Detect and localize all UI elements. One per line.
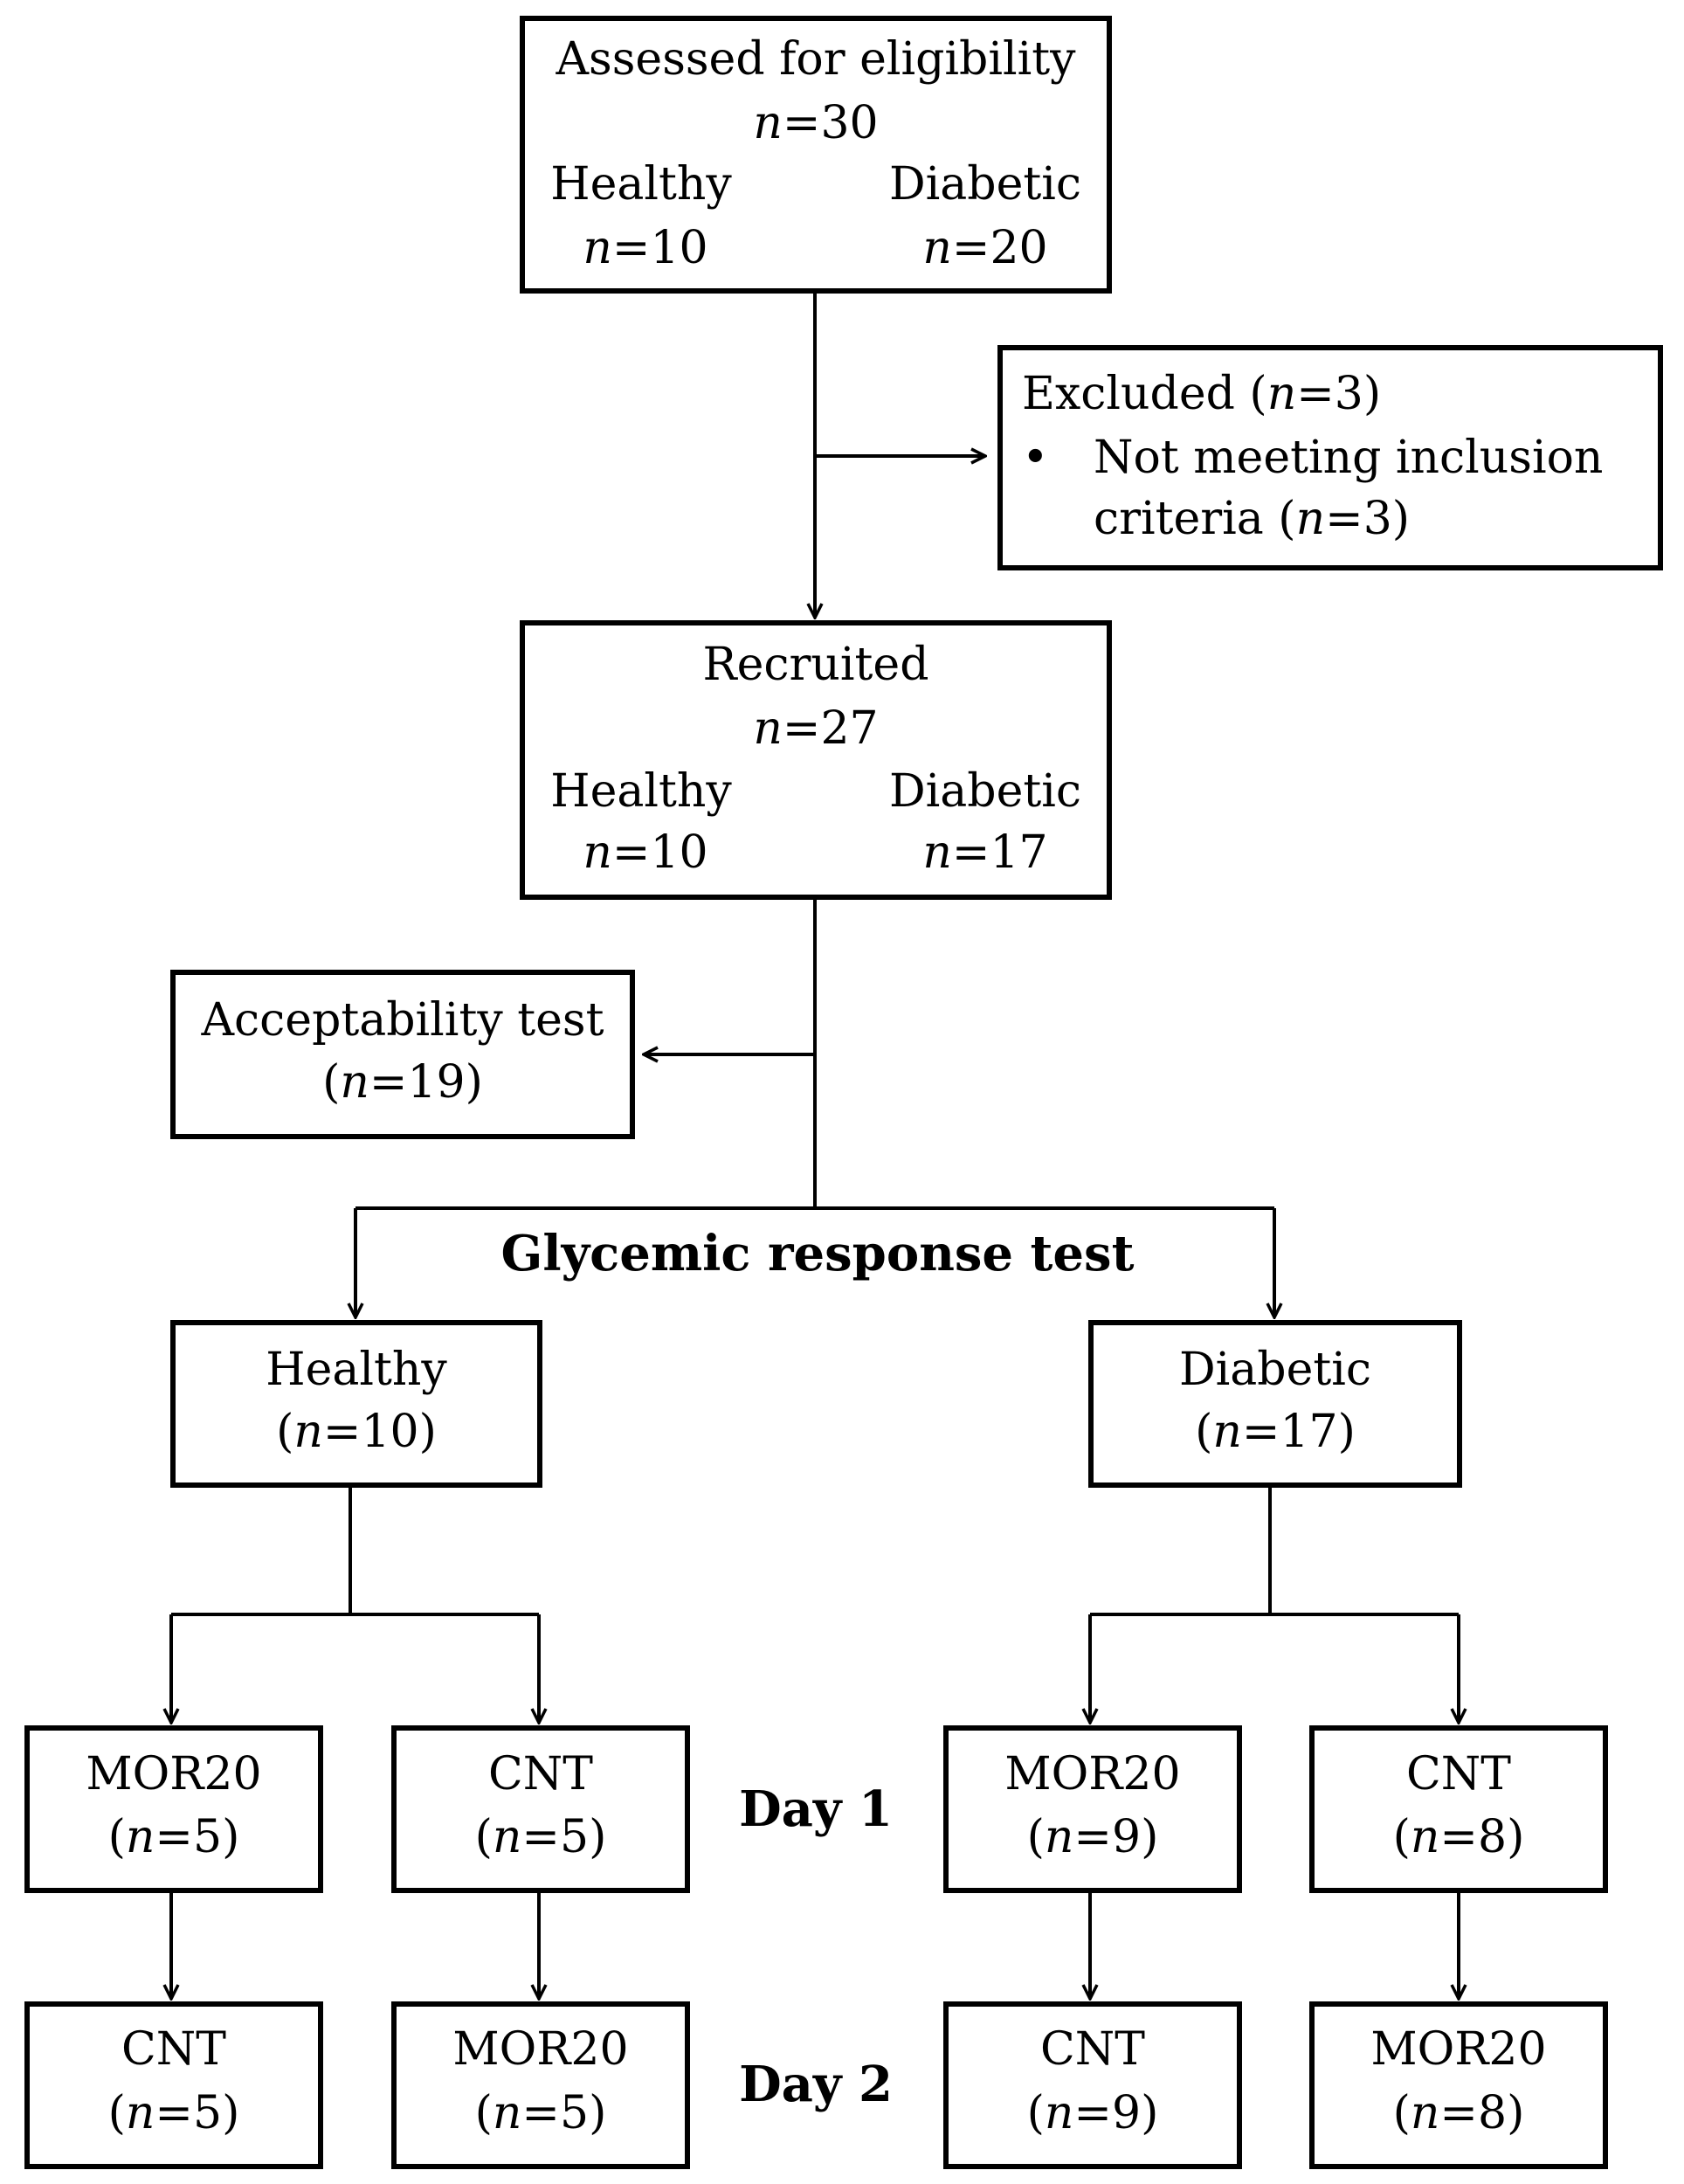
excluded-box <box>997 345 1663 570</box>
diabetic-day2-label-2: MOR20 <box>1370 2023 1547 2076</box>
diabetic-group-box <box>1088 1320 1462 1488</box>
excluded-title: Excluded (n=3) <box>1022 368 1382 420</box>
excluded-n-value: 3 <box>1334 368 1363 420</box>
healthy-day2-label-1: CNT <box>121 2023 226 2076</box>
healthy-day2-n-value-2: 5 <box>559 2087 590 2139</box>
diabetic-day2-n-value-1: 9 <box>1111 2087 1142 2139</box>
recruited-diabetic-n: n=17 <box>922 826 1048 879</box>
assessed-n: n=30 <box>753 97 879 149</box>
diabetic-group-n-value: 17 <box>1280 1406 1338 1458</box>
acceptability-title: Acceptability test <box>201 994 604 1047</box>
recruited-healthy-n-value: 10 <box>650 826 708 879</box>
recruited-box <box>520 620 1112 900</box>
diabetic-day1-n-value-2: 8 <box>1477 1811 1508 1863</box>
diabetic-group-n: (n=17) <box>1195 1406 1356 1458</box>
assessed-diabetic-n: n=20 <box>922 222 1048 274</box>
day1-label: Day 1 <box>739 1780 893 1838</box>
excluded-reason-line1: Not meeting inclusion <box>1094 432 1604 484</box>
healthy-day1-n-2: (n=5) <box>474 1811 607 1863</box>
recruited-diabetic-n-value: 17 <box>990 826 1048 879</box>
glycemic-response-label: Glycemic response test <box>500 1225 1135 1282</box>
healthy-day2-n-value-1: 5 <box>192 2087 223 2139</box>
recruited-n-value: 27 <box>820 702 879 755</box>
healthy-group-n-value: 10 <box>361 1406 419 1458</box>
assessed-title: Assessed for eligibility <box>556 33 1076 86</box>
healthy-group-n: (n=10) <box>276 1406 437 1458</box>
diabetic-day1-n-value-1: 9 <box>1111 1811 1142 1863</box>
diabetic-day2-n-value-2: 8 <box>1477 2087 1508 2139</box>
healthy-day2-label-2: MOR20 <box>452 2023 629 2076</box>
diabetic-day1-label-1: MOR20 <box>1004 1748 1181 1800</box>
healthy-group-box <box>170 1320 542 1488</box>
diabetic-day1-box-2 <box>1309 1725 1608 1893</box>
diabetic-day1-n-2: (n=8) <box>1392 1811 1525 1863</box>
diabetic-day2-box-2 <box>1309 2001 1608 2169</box>
excluded-title-text: Excluded <box>1022 368 1235 420</box>
excluded-reason-line2: criteria (n=3) <box>1094 493 1411 545</box>
diabetic-day2-n-1: (n=9) <box>1026 2087 1159 2139</box>
assessed-diabetic-n-value: 20 <box>990 222 1048 274</box>
recruited-healthy-label: Healthy <box>550 765 732 818</box>
assessed-healthy-n-value: 10 <box>650 222 708 274</box>
healthy-day1-label-1: MOR20 <box>86 1748 262 1800</box>
healthy-day2-n-1: (n=5) <box>107 2087 240 2139</box>
healthy-group-title: Healthy <box>266 1344 447 1396</box>
healthy-day2-n-2: (n=5) <box>474 2087 607 2139</box>
healthy-day1-label-2: CNT <box>488 1748 593 1800</box>
acceptability-n-value: 19 <box>407 1056 466 1109</box>
assessed-healthy-label: Healthy <box>550 158 732 211</box>
excluded-bullet: • <box>1022 432 1049 484</box>
assessed-box <box>520 16 1112 294</box>
diabetic-day2-n-2: (n=8) <box>1392 2087 1525 2139</box>
excluded-reason-text: criteria <box>1094 493 1264 545</box>
healthy-day1-box-2 <box>391 1725 690 1893</box>
recruited-n: n=27 <box>753 702 879 755</box>
day2-label: Day 2 <box>739 2056 893 2113</box>
recruited-healthy-n: n=10 <box>583 826 708 879</box>
healthy-day2-box-2 <box>391 2001 690 2169</box>
acceptability-n: (n=19) <box>322 1056 483 1109</box>
assessed-healthy-n: n=10 <box>583 222 708 274</box>
acceptability-box <box>170 970 635 1139</box>
assessed-n-value: 30 <box>820 97 879 149</box>
healthy-day1-n-1: (n=5) <box>107 1811 240 1863</box>
diabetic-day2-label-1: CNT <box>1040 2023 1145 2076</box>
diabetic-group-title: Diabetic <box>1178 1344 1372 1396</box>
healthy-day1-n-value-2: 5 <box>559 1811 590 1863</box>
excluded-reason-n-value: 3 <box>1363 493 1392 545</box>
recruited-diabetic-label: Diabetic <box>888 765 1082 818</box>
diabetic-day1-label-2: CNT <box>1406 1748 1511 1800</box>
diabetic-day1-n-1: (n=9) <box>1026 1811 1159 1863</box>
healthy-day1-n-value-1: 5 <box>192 1811 223 1863</box>
assessed-diabetic-label: Diabetic <box>888 158 1082 211</box>
diabetic-day1-box-1 <box>943 1725 1242 1893</box>
recruited-title: Recruited <box>702 639 929 691</box>
diabetic-day2-box-1 <box>943 2001 1242 2169</box>
healthy-day2-box-1 <box>24 2001 323 2169</box>
healthy-day1-box-1 <box>24 1725 323 1893</box>
